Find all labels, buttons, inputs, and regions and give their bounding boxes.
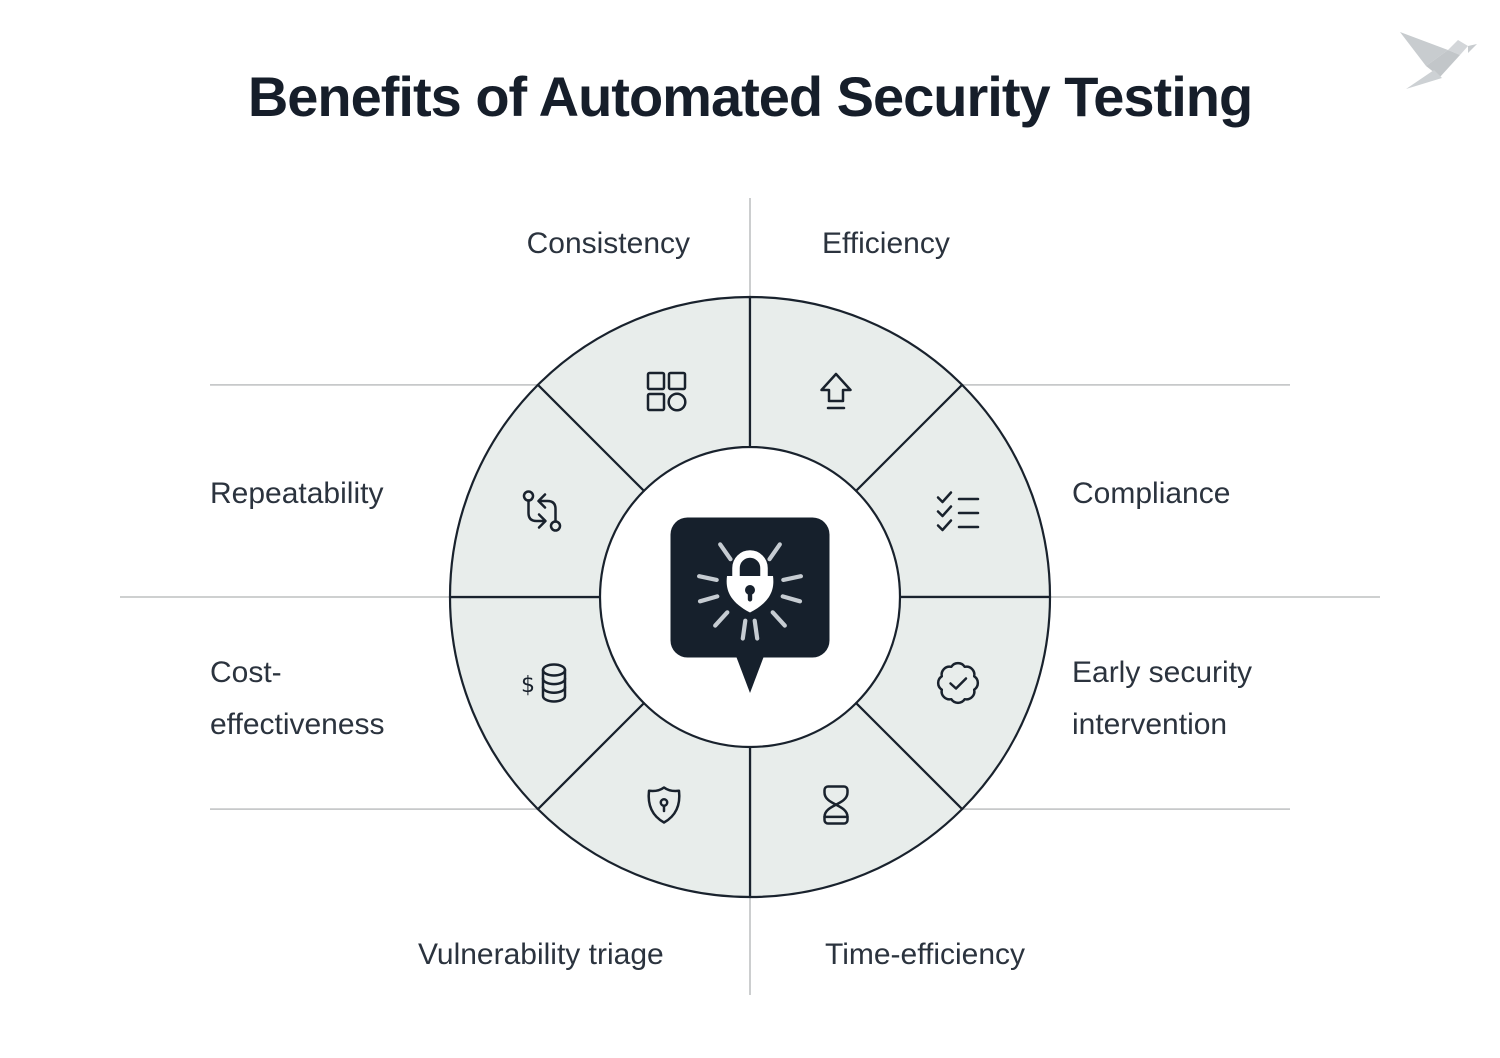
segment-vulnerability-triage [536,702,752,899]
label-consistency: Consistency [526,227,690,260]
arrow-up-icon [820,372,852,410]
origami-bird-icon [1400,32,1477,89]
segment-compliance [855,383,1052,599]
label-line: effectiveness [210,708,385,741]
repeat-arrows-icon [522,490,562,532]
label-efficiency: Efficiency [822,227,950,260]
segment-cost-effectiveness [448,595,645,811]
segment-efficiency [748,295,964,492]
segment-time-efficiency [748,702,964,899]
label-cost-effectiveness: Cost- effectiveness [210,647,385,751]
label-time-efficiency: Time-efficiency [825,938,1026,971]
svg-text:$: $ [521,673,535,698]
segment-early-security-intervention [855,595,1052,811]
dollar-coins-icon: $ [521,663,567,703]
checklist-icon [936,491,980,532]
label-early-security-intervention: Early security intervention [1072,647,1252,751]
segment-repeatability [448,383,645,599]
badge-check-icon [937,662,979,704]
hourglass-icon [823,785,849,825]
label-repeatability: Repeatability [210,477,384,510]
label-line: intervention [1072,708,1228,741]
grid-shapes-icon [646,371,687,412]
padlock-icon [726,550,774,613]
shield-keyhole-icon [647,786,681,824]
segment-consistency [536,295,752,492]
label-vulnerability-triage: Vulnerability triage [418,938,664,971]
label-line: Early security [1072,656,1253,689]
page-title: Benefits of Automated Security Testing [247,65,1253,128]
label-compliance: Compliance [1072,477,1231,510]
padlock-burst-icon [670,517,830,693]
lock-rays [697,542,803,641]
label-line: Cost- [210,656,282,689]
